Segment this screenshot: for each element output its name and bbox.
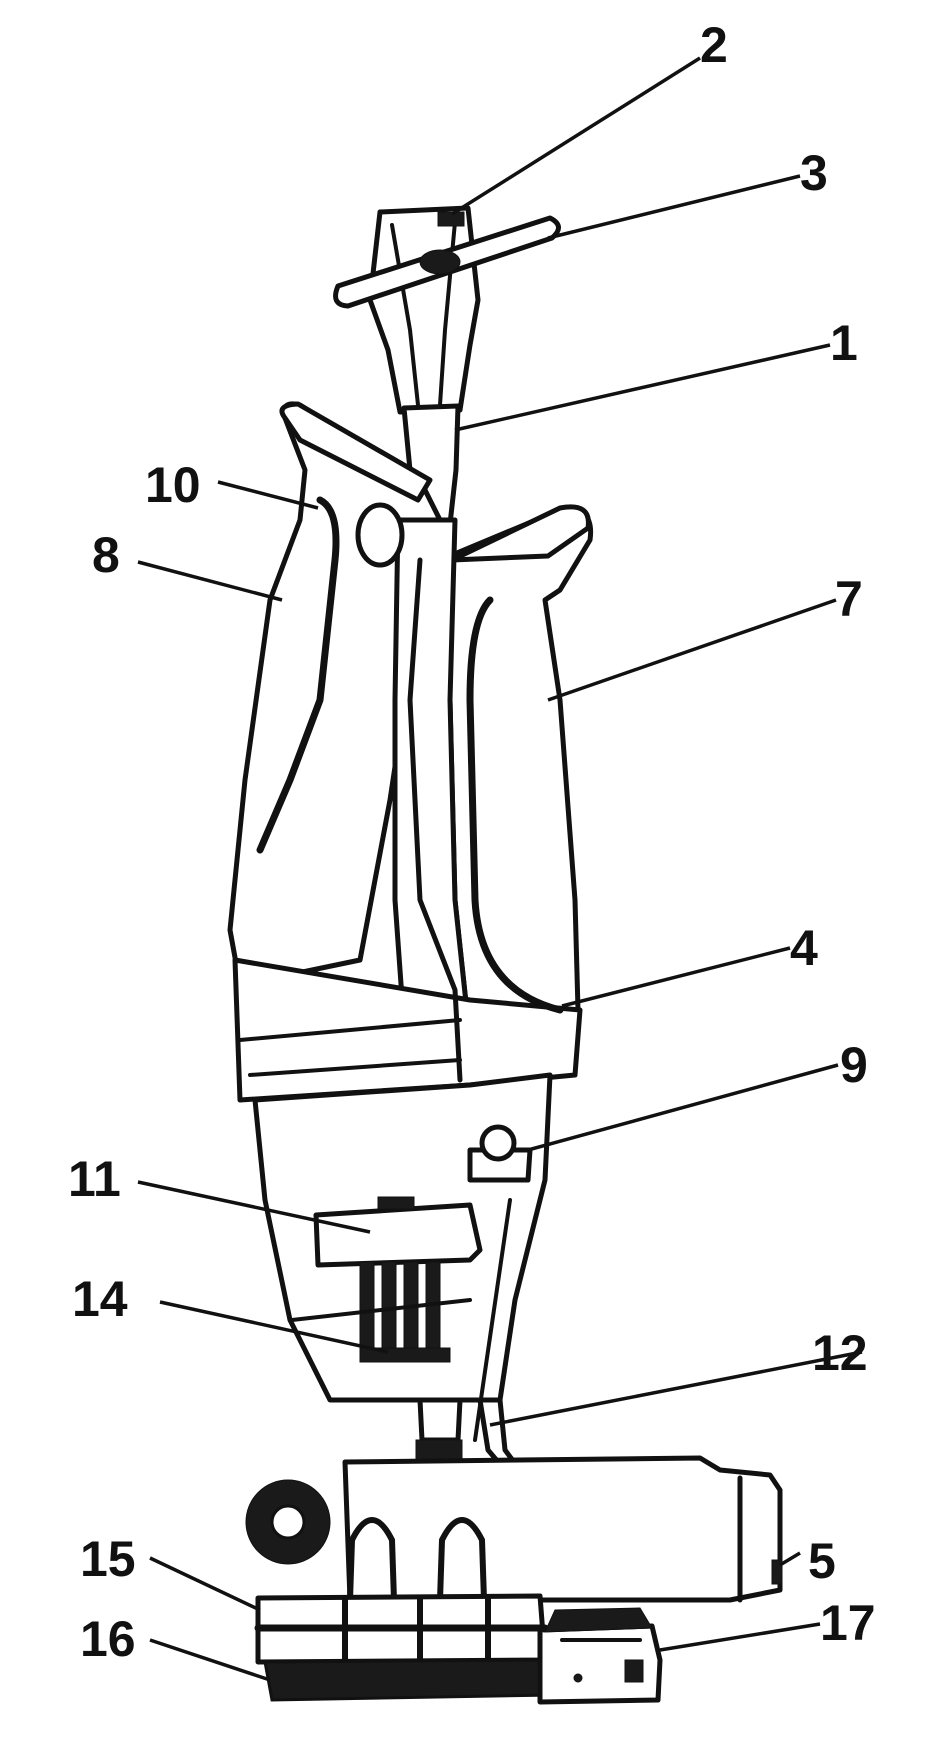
- label-11: 11: [68, 1151, 121, 1207]
- label-2: 2: [700, 17, 728, 73]
- label-12: 12: [812, 1325, 868, 1381]
- handle-head: [367, 205, 481, 415]
- label-5: 5: [808, 1533, 836, 1589]
- floor-head: [245, 1455, 783, 1705]
- label-16: 16: [80, 1611, 136, 1667]
- label-1: 1: [830, 315, 858, 371]
- label-17: 17: [820, 1595, 876, 1651]
- label-7: 7: [835, 571, 863, 627]
- label-4: 4: [790, 920, 818, 976]
- label-3: 3: [800, 145, 828, 201]
- main-body: [227, 401, 594, 1103]
- reference-labels: 2 3 1 10 8 7 4 9 11 14 12 5 15 16 17: [68, 17, 876, 1667]
- label-15: 15: [80, 1531, 136, 1587]
- leader-lines: [137, 56, 863, 1682]
- lower-housing: [252, 1072, 553, 1473]
- label-10: 10: [145, 457, 201, 513]
- label-14: 14: [72, 1271, 128, 1327]
- label-8: 8: [92, 527, 120, 583]
- label-9: 9: [840, 1037, 868, 1093]
